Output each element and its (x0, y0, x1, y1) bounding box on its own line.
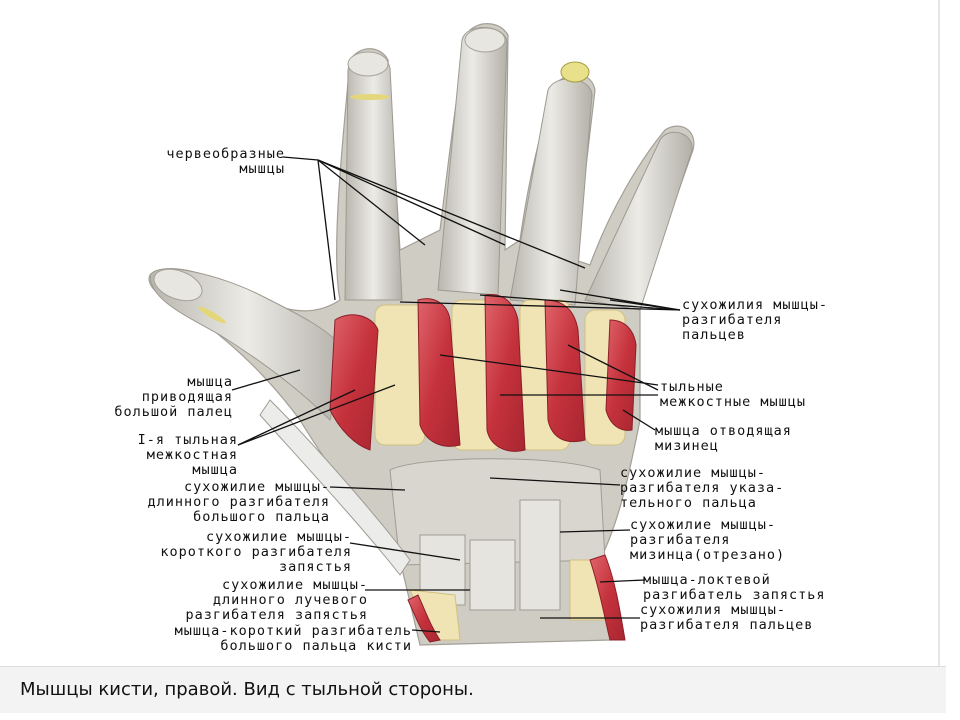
finger-middle (437, 27, 508, 296)
label-first-dorsal-interosseous: I-я тыльная межкостная мышца (137, 432, 238, 478)
label-extensor-carpi-ulnaris: мышца-локтевой разгибатель запястья (643, 572, 826, 603)
label-extensor-indicis-tendon: сухожилие мышцы- разгибателя указа- тель… (620, 465, 785, 511)
leader-lines (231, 156, 681, 633)
finger-little (584, 131, 693, 311)
label-lumbricals: червеобразные мышцы (166, 146, 285, 177)
caption-bar: Мышцы кисти, правой. Вид с тыльной сторо… (0, 666, 946, 713)
label-extensor-pollicis-longus-tendon: сухожилие мышцы- длинного разгибателя бо… (147, 479, 330, 525)
label-extensor-carpi-radialis-brevis-tendon: сухожилие мышцы- короткого разгибателя з… (160, 529, 352, 575)
label-extensor-carpi-radialis-longus-tendon: сухожилие мышцы- длинного лучевого разги… (185, 577, 368, 623)
label-extensor-digitorum-tendons-lower: сухожилия мышцы- разгибателя пальцев (640, 602, 814, 633)
label-dorsal-interossei: тыльные межкостные мышцы (660, 379, 807, 410)
label-adductor-pollicis: мышца приводящая большой палец (114, 374, 233, 420)
figure-border (938, 0, 940, 666)
finger-ring (509, 61, 593, 306)
thumb (149, 268, 346, 422)
hand-illustration (148, 23, 695, 646)
label-abductor-digiti-minimi: мышца отводящая мизинец (655, 423, 792, 454)
label-extensor-pollicis-brevis: мышца-короткий разгибатель большого паль… (174, 623, 412, 654)
label-extensor-digiti-minimi-tendon: сухожилие мышцы- разгибателя мизинца(отр… (630, 517, 786, 563)
label-extensor-tendons: сухожилия мышцы- разгибателя пальцев (682, 297, 829, 343)
caption-text: Мышцы кисти, правой. Вид с тыльной сторо… (20, 679, 474, 700)
interosseous-muscles (329, 294, 637, 452)
finger-index (344, 51, 403, 301)
